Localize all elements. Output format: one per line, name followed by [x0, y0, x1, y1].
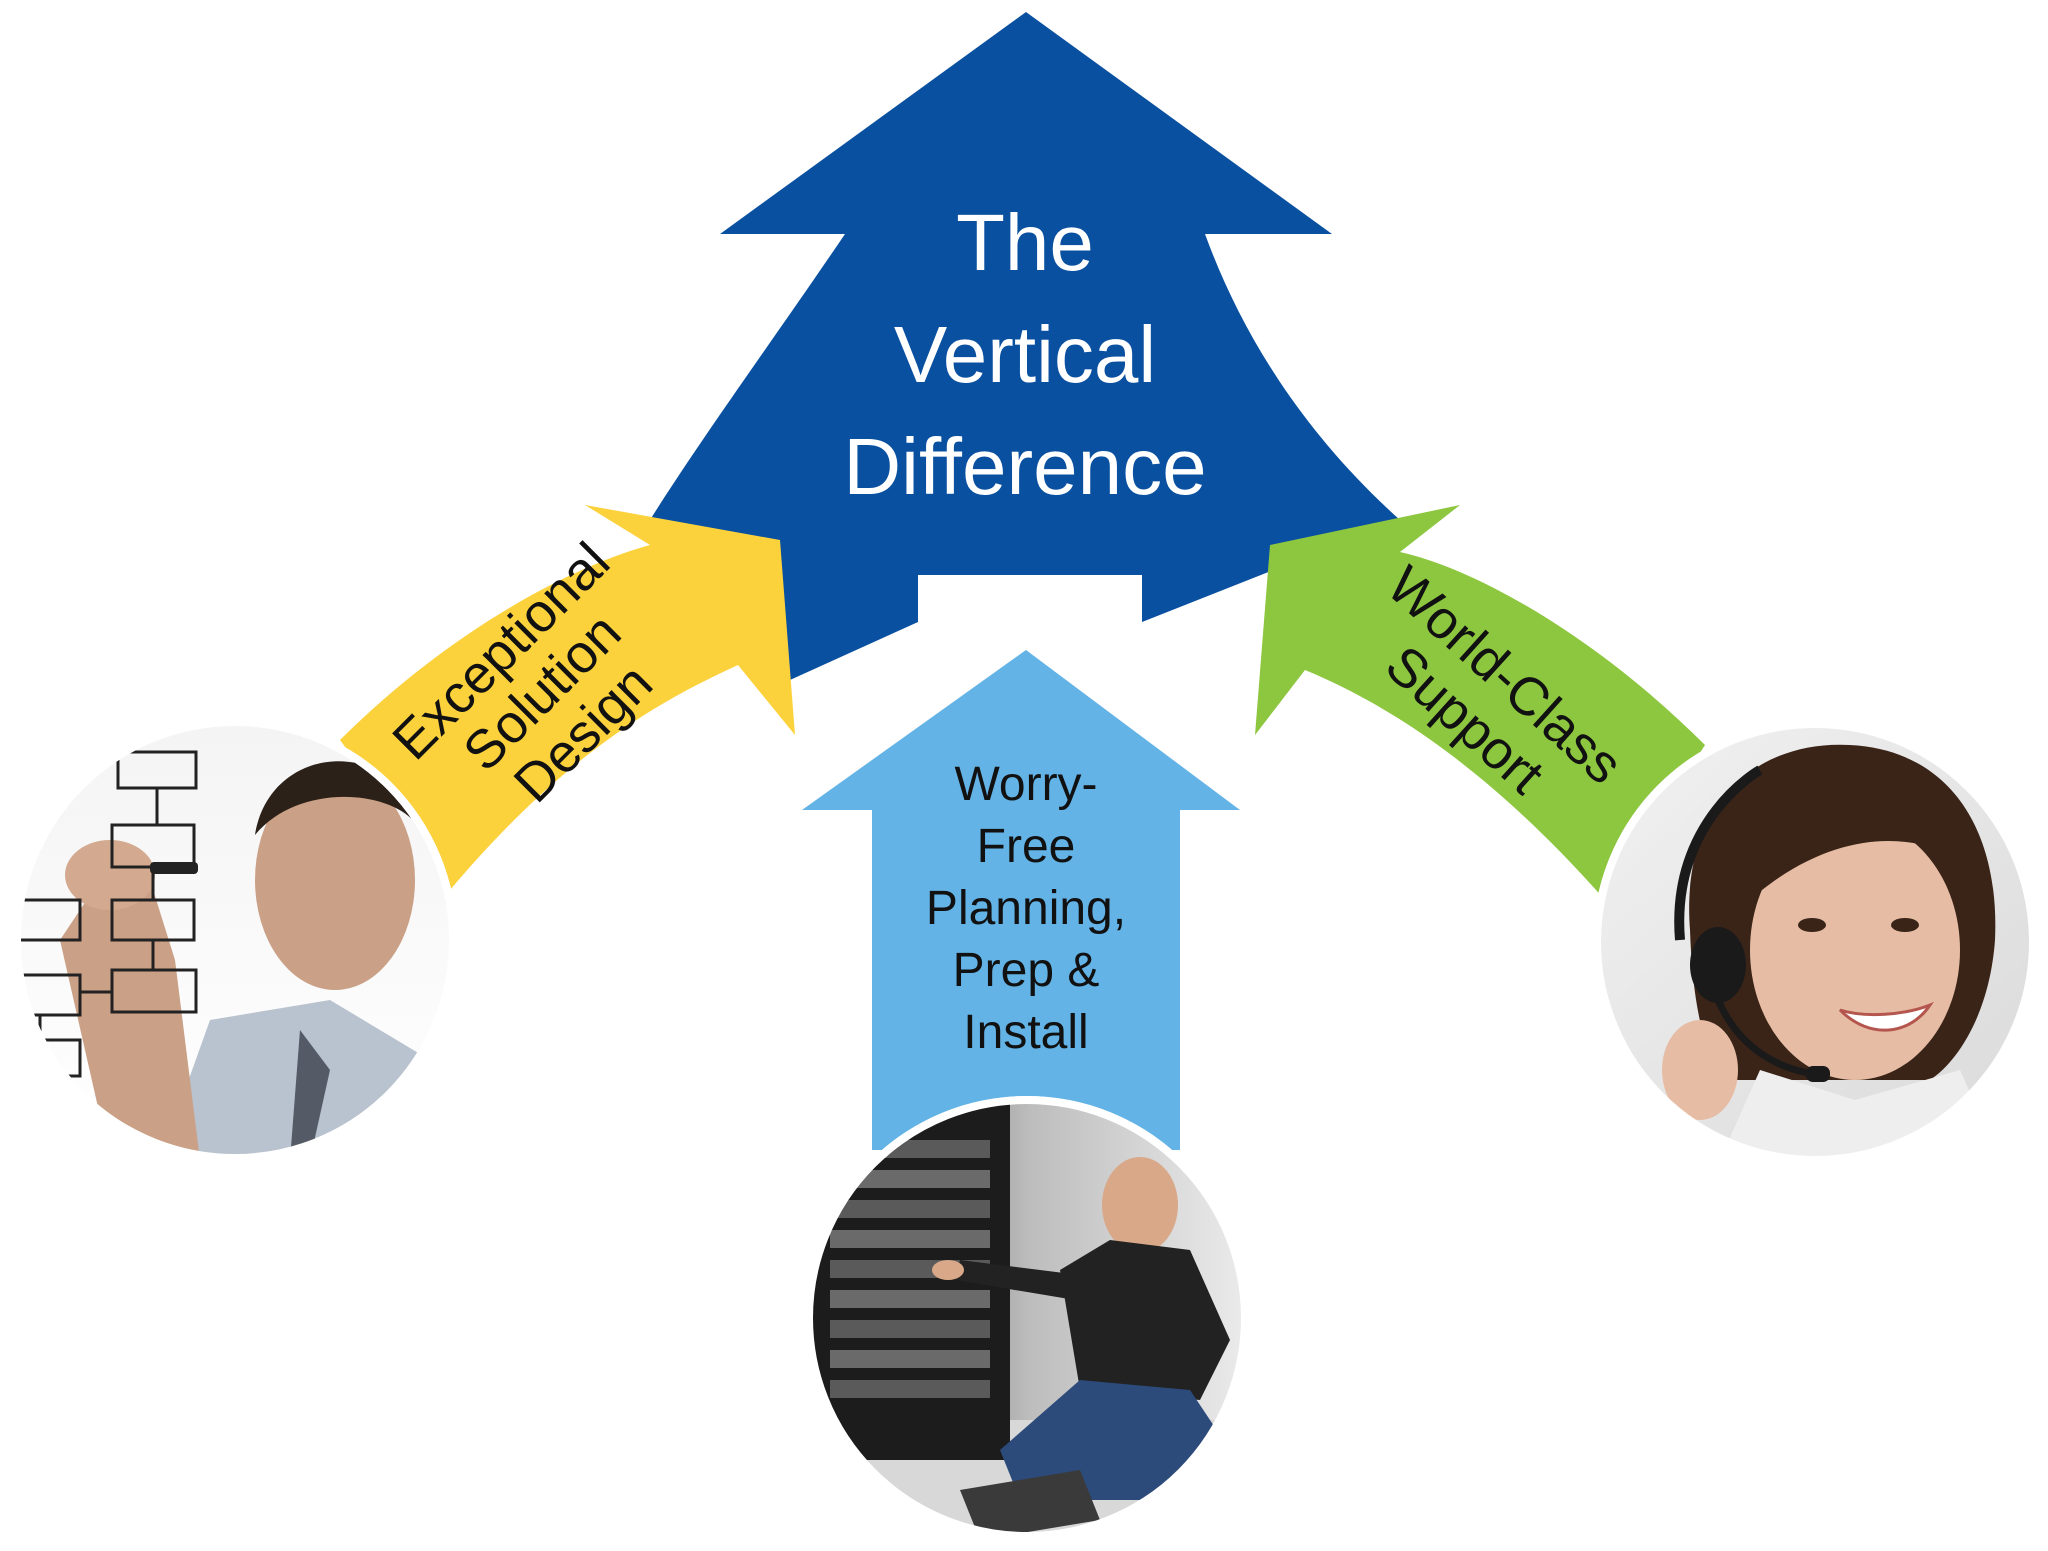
center-label-line-2: Free: [977, 820, 1076, 873]
main-title-line-2: Vertical: [894, 310, 1156, 399]
center-arrow-text: Worry- Free Planning, Prep & Install: [926, 758, 1126, 1059]
headset-icon: [1674, 765, 1830, 1082]
center-label-line-3: Planning,: [926, 882, 1126, 935]
center-photo: [805, 1096, 1249, 1540]
left-photo: [13, 718, 457, 1162]
center-label-line-5: Install: [963, 1006, 1088, 1059]
right-photo: [1593, 720, 2037, 1164]
center-label-line-4: Prep &: [953, 944, 1100, 997]
center-label-line-1: Worry-: [954, 758, 1097, 811]
right-arrow: [1255, 505, 1705, 900]
left-arrow: [340, 505, 795, 890]
main-title-line-1: The: [956, 198, 1094, 287]
flowchart-icon: [20, 750, 198, 1078]
main-title-line-3: Difference: [843, 422, 1206, 511]
main-arrow: [650, 12, 1400, 680]
main-arrow-text: The Vertical Difference: [843, 198, 1206, 511]
center-arrow: [802, 650, 1240, 1150]
